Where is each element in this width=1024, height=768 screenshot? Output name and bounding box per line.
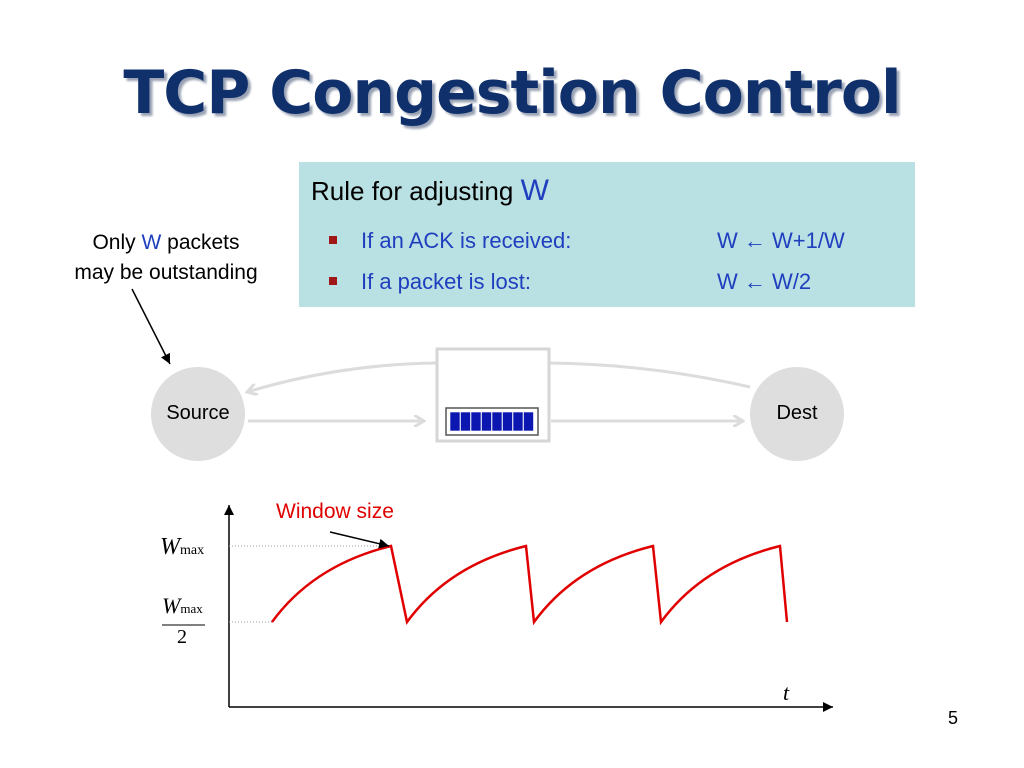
- queue-packet: [512, 411, 524, 432]
- half-wmax-tick-label: Wmax: [162, 593, 203, 619]
- note-pointer-arrow: [131, 288, 171, 365]
- note-text-pre: Only: [92, 231, 142, 254]
- rule-loss-formula: W ← W/2: [717, 269, 812, 294]
- queue-packet: [491, 411, 503, 432]
- return-link-right: [548, 361, 751, 389]
- queue-packets: [449, 411, 534, 432]
- wmax-tick-label: Wmax: [160, 534, 204, 561]
- rule-heading-var: W: [520, 174, 549, 207]
- source-label: Source: [166, 402, 230, 424]
- rule-loss-condition: If a packet is lost:: [361, 269, 531, 294]
- wmax-tick-sub: max: [180, 543, 205, 558]
- bullet-square-icon: [329, 236, 337, 244]
- source-node: [151, 367, 245, 461]
- x-axis-label: t: [783, 680, 790, 705]
- rule-heading: Rule for adjusting W: [311, 174, 549, 208]
- rule-box: Rule for adjusting W If an ACK is receiv…: [299, 162, 915, 307]
- half-wmax-tick-sub: max: [180, 601, 203, 616]
- rule-ack: If an ACK is received: W ← W+1/W: [329, 228, 845, 254]
- return-link-left: [247, 361, 439, 392]
- window-size-label: Window size: [276, 500, 394, 523]
- dest-node: [750, 367, 844, 461]
- rule-loss: If a packet is lost: W ← W/2: [329, 269, 811, 295]
- rule-heading-text: Rule for adjusting: [311, 176, 521, 206]
- queue-packet: [481, 411, 492, 432]
- outstanding-note: Only W packets may be outstanding: [48, 228, 284, 288]
- bullet-square-icon: [329, 277, 337, 285]
- dest-label: Dest: [776, 402, 818, 424]
- wmax-tick-main: W: [160, 534, 180, 560]
- rule-ack-formula: W ← W+1/W: [717, 228, 845, 253]
- queue-packet: [460, 411, 471, 432]
- slide-title: TCP Congestion Control: [123, 58, 901, 128]
- note-var-w: W: [141, 231, 162, 254]
- queue-packet: [449, 411, 461, 432]
- queue-packet: [470, 411, 482, 432]
- half-wmax-denominator: 2: [177, 626, 187, 648]
- half-wmax-tick-main: W: [162, 593, 181, 618]
- note-line2: may be outstanding: [74, 261, 258, 284]
- note-text-post: packets: [161, 231, 240, 254]
- page-number: 5: [948, 708, 959, 728]
- window-size-curve: [270, 544, 789, 626]
- queue-packet: [523, 411, 534, 432]
- window-label-arrow: [329, 531, 390, 549]
- queue-packet: [502, 411, 513, 432]
- rule-ack-condition: If an ACK is received:: [361, 228, 572, 253]
